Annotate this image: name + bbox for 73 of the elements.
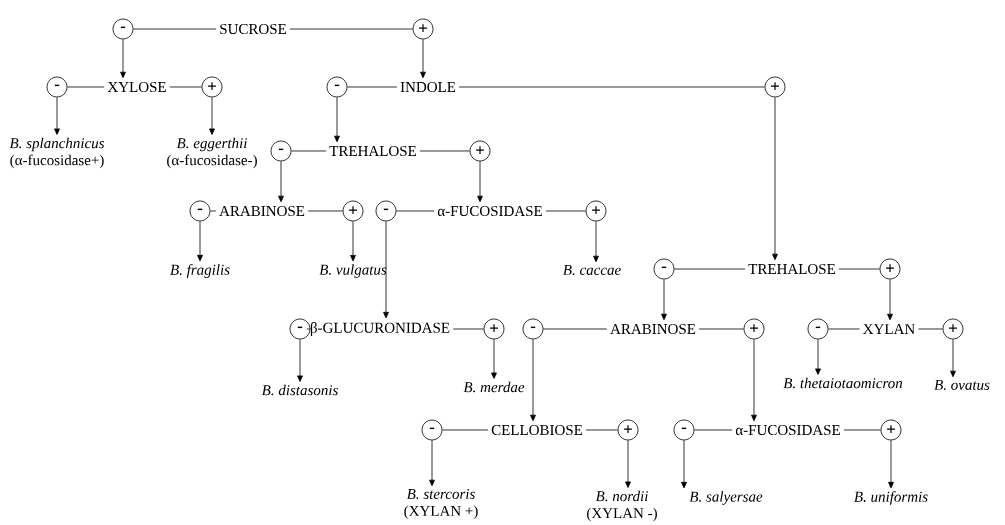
arrow bbox=[278, 161, 284, 203]
species-label: B. splanchnicus (α-fucosidase+) bbox=[9, 137, 105, 169]
arrow bbox=[887, 279, 893, 321]
arrow bbox=[197, 221, 203, 262]
connector-line bbox=[843, 429, 881, 431]
connector-line bbox=[396, 210, 435, 212]
arrow bbox=[661, 279, 667, 321]
species-label: B. thetaiotaomicron bbox=[783, 377, 903, 389]
connector-line bbox=[674, 268, 746, 270]
species-label: B. merdae bbox=[463, 381, 525, 393]
arrow bbox=[120, 39, 126, 79]
connector-line bbox=[442, 429, 489, 431]
arrow bbox=[54, 97, 60, 135]
species-label: B. caccae bbox=[563, 265, 621, 275]
test-label: SUCROSE bbox=[220, 23, 286, 35]
arrow bbox=[209, 97, 215, 135]
connector-line bbox=[545, 210, 586, 212]
connector-line bbox=[169, 86, 202, 88]
connector-line bbox=[210, 210, 217, 212]
arrow bbox=[625, 440, 631, 488]
test-label: α-FUCOSIDASE bbox=[735, 424, 840, 436]
species-label: B. vulgatus bbox=[319, 264, 387, 278]
species-label: B. salyersae bbox=[689, 491, 763, 505]
species-label: B. uniformis bbox=[854, 491, 928, 505]
connector-line bbox=[347, 86, 398, 88]
arrow bbox=[751, 339, 757, 422]
species-label: B. distasonis bbox=[261, 384, 338, 396]
arrow bbox=[297, 339, 303, 382]
test-label: TREHALOSE bbox=[748, 263, 835, 275]
test-label: INDOLE bbox=[400, 81, 456, 93]
arrow bbox=[477, 161, 483, 203]
arrow bbox=[772, 97, 778, 261]
connector-line bbox=[419, 150, 470, 152]
arrow bbox=[815, 339, 821, 375]
connector-line bbox=[306, 328, 311, 330]
connector-line bbox=[698, 328, 744, 330]
species-label: B. eggerthii (α-fucosidase-) bbox=[167, 137, 257, 169]
arrow bbox=[530, 339, 536, 422]
arrow bbox=[681, 440, 687, 489]
test-label: ARABINOSE bbox=[610, 323, 696, 335]
arrow bbox=[350, 221, 356, 262]
connector-line bbox=[458, 86, 765, 88]
arrow bbox=[420, 39, 426, 79]
arrow bbox=[429, 440, 435, 487]
connector-line bbox=[918, 328, 943, 330]
connector-line bbox=[543, 328, 608, 330]
connector-line bbox=[694, 429, 733, 431]
connector-line bbox=[133, 28, 217, 30]
arrow bbox=[593, 221, 599, 263]
species-label: B. nordii (XYLAN -) bbox=[587, 490, 657, 522]
species-label: B. fragilis bbox=[170, 264, 230, 278]
arrow bbox=[888, 440, 894, 489]
arrow bbox=[950, 339, 956, 378]
connector-line bbox=[307, 210, 343, 212]
arrow bbox=[334, 97, 340, 143]
test-label: α-FUCOSIDASE bbox=[437, 205, 542, 217]
arrow bbox=[491, 339, 497, 379]
test-label: XYLOSE bbox=[107, 81, 166, 93]
connector-line bbox=[838, 268, 880, 270]
species-label: B. stercoris (XYLAN +) bbox=[404, 488, 478, 520]
connector-line bbox=[828, 328, 860, 330]
connector-line bbox=[585, 429, 618, 431]
test-label: β-GLUCURONIDASE bbox=[310, 322, 450, 336]
test-label: CELLOBIOSE bbox=[491, 424, 583, 436]
connector-line bbox=[452, 328, 484, 330]
arrow bbox=[383, 221, 389, 319]
connector-line bbox=[67, 86, 105, 88]
test-label: ARABINOSE bbox=[219, 205, 305, 217]
species-label: B. ovatus bbox=[934, 380, 990, 390]
connector-line bbox=[289, 28, 413, 30]
test-label: TREHALOSE bbox=[329, 145, 416, 157]
connector-line bbox=[291, 150, 327, 152]
test-label: XYLAN bbox=[863, 324, 915, 334]
